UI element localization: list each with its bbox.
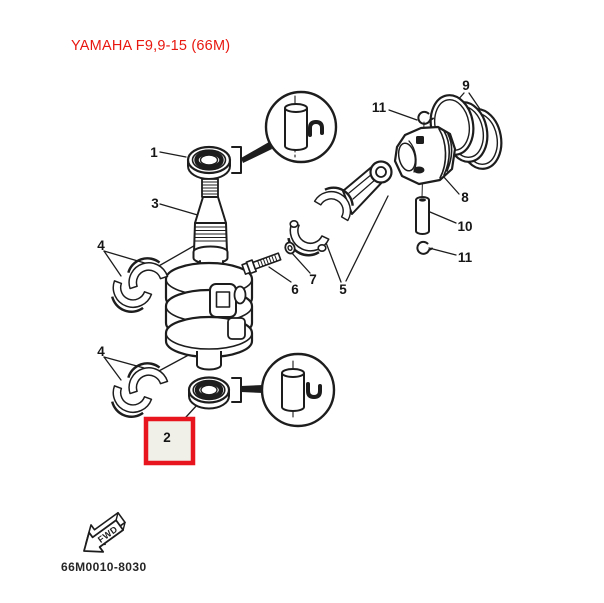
bracket-lower: [231, 377, 242, 403]
fwd-arrow-icon: FWD: [83, 511, 126, 553]
part-bearing-shells-lower-drawing: [104, 356, 169, 424]
part-bolt-drawing: [241, 252, 282, 275]
seal-lip-icon: [308, 120, 324, 137]
part-crankshaft-drawing: [164, 178, 254, 371]
callout-1[interactable]: 1: [150, 145, 158, 160]
callout-10[interactable]: 10: [457, 219, 472, 234]
callout-2-selected[interactable]: 2: [163, 430, 171, 445]
part-washer-drawing: [284, 241, 296, 255]
part-oil-seal-lower-drawing: [187, 376, 231, 410]
drawing-code: 66M0010-8030: [61, 560, 147, 574]
callout-3[interactable]: 3: [151, 196, 159, 211]
seal-lip-icon: [306, 382, 322, 399]
part-oil-seal-upper-drawing: [186, 145, 232, 180]
callout-8[interactable]: 8: [461, 190, 469, 205]
detail-pointer-upper: [241, 142, 272, 163]
callout-5[interactable]: 5: [339, 282, 347, 297]
callout-4-upper[interactable]: 4: [97, 238, 105, 253]
callout-11-upper[interactable]: 11: [372, 100, 387, 115]
callout-4-lower[interactable]: 4: [97, 344, 105, 359]
part-bearing-shells-upper-drawing: [104, 251, 169, 319]
callout-9[interactable]: 9: [462, 78, 470, 93]
detail-inset-lower: [260, 352, 336, 428]
bracket-upper: [231, 146, 242, 174]
detail-inset-upper: [264, 90, 338, 164]
part-clip-upper-drawing: [417, 110, 434, 125]
part-connecting-rod-drawing: [313, 160, 393, 222]
part-piston-drawing: [393, 125, 457, 186]
detail-pointer-lower: [241, 385, 263, 393]
callout-7[interactable]: 7: [309, 272, 317, 287]
callout-11-lower[interactable]: 11: [458, 250, 473, 265]
part-clip-lower-drawing: [416, 240, 433, 255]
part-rod-cap-drawing: [280, 220, 331, 264]
highlight-box[interactable]: [143, 416, 196, 466]
callout-6[interactable]: 6: [291, 282, 299, 297]
page-title: YAMAHA F9,9-15 (66M): [71, 38, 231, 54]
callout-labels: 1 2 3 4 4 5 6 7 8 9 10 11 11: [97, 78, 472, 445]
part-piston-pin-drawing: [415, 196, 430, 235]
